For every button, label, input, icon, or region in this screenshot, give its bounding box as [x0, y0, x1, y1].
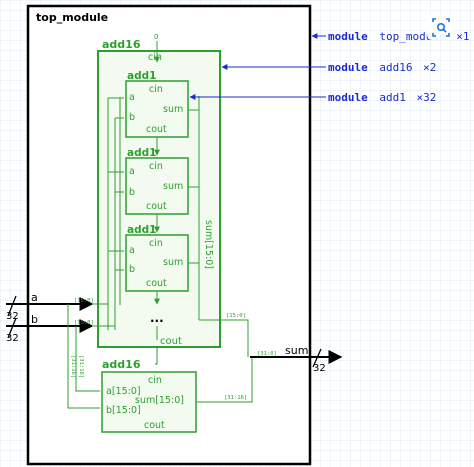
sum-high-bus-label: [31:16]: [224, 395, 247, 401]
sum-width-slash: [312, 348, 322, 368]
add16-top-cout: cout: [160, 336, 182, 347]
legend-keyword-top: module: [328, 30, 368, 43]
add1-cin-1: cin: [149, 84, 163, 95]
add1-box-1: [125, 80, 189, 138]
add16-bottom-a: a[15:0]: [106, 386, 141, 397]
cin-zero-value: 0: [154, 33, 158, 41]
add1-ellipsis: ...: [150, 311, 164, 325]
add1-cout-1: cout: [146, 124, 167, 135]
legend-count-top: ×1: [456, 30, 469, 43]
add16-top-title: add16: [102, 38, 141, 51]
b-width-label: 32: [6, 333, 19, 344]
legend-item-add16: module add16 ×2: [328, 61, 436, 74]
add1-cout-2: cout: [146, 201, 167, 212]
b-high-bus-label: [31:16]: [78, 355, 84, 378]
add1-cout-3: cout: [146, 278, 167, 289]
add1-title-1: add1: [127, 70, 156, 82]
add16-bottom-box: [101, 371, 197, 433]
add1-title-3: add1: [127, 224, 156, 236]
a-width-label: 32: [6, 311, 19, 322]
add16-bottom-b: b[15:0]: [106, 405, 141, 416]
legend-keyword-add16: module: [328, 61, 368, 74]
legend-keyword-add1: module: [328, 91, 368, 104]
sum-all-bus-label: [31:0]: [257, 351, 277, 357]
add1-a-3: a: [129, 245, 135, 256]
add1-cin-3: cin: [149, 238, 163, 249]
add16-bottom-cin: cin: [148, 375, 162, 386]
legend-item-add1: module add1 ×32: [328, 91, 436, 104]
add16-bottom-title: add16: [102, 358, 141, 371]
add1-b-3: b: [129, 264, 135, 275]
add1-a-1: a: [129, 92, 135, 103]
legend-count-add1: ×32: [417, 91, 437, 104]
b-width-slash: [7, 317, 17, 339]
bit-distribution-wires: [107, 97, 124, 330]
top-module-title: top_module: [36, 11, 108, 24]
add1-b-2: b: [129, 187, 135, 198]
a-low-bus-label: [15:0]: [74, 298, 94, 304]
a-high-bus-label: [31:16]: [70, 355, 76, 378]
a-width-slash: [7, 295, 17, 317]
sum-low-bus-label: [15:0]: [226, 313, 246, 319]
sum-bus-label: sum[15:0]: [203, 220, 214, 269]
sum-width-label: 32: [313, 363, 326, 374]
add16-top-cin: cin: [148, 52, 162, 63]
add1-a-2: a: [129, 166, 135, 177]
legend-count-add16: ×2: [423, 61, 436, 74]
legend-name-add1: add1: [379, 91, 406, 104]
sum-route-wires: [196, 319, 253, 403]
add1-box-2: [125, 157, 189, 215]
a-port-label: a: [31, 291, 38, 304]
b-port-label: b: [31, 313, 38, 326]
add16-bottom-cout: cout: [144, 420, 165, 431]
add1-title-2: add1: [127, 147, 156, 159]
add1-sum-1: sum: [163, 104, 183, 115]
add1-cin-2: cin: [149, 161, 163, 172]
scan-icon[interactable]: [427, 14, 453, 40]
add1-sum-2: sum: [163, 181, 183, 192]
carry-link-wire: [155, 347, 158, 365]
sum-bit-wires: [188, 96, 200, 320]
add1-sum-3: sum: [163, 257, 183, 268]
add1-b-1: b: [129, 112, 135, 123]
b-low-bus-label: [15:0]: [74, 320, 94, 326]
legend-name-add16: add16: [379, 61, 412, 74]
add16-bottom-sum: sum[15:0]: [135, 395, 184, 406]
split-wires: [67, 303, 115, 409]
sum-port-label: sum: [285, 344, 308, 357]
